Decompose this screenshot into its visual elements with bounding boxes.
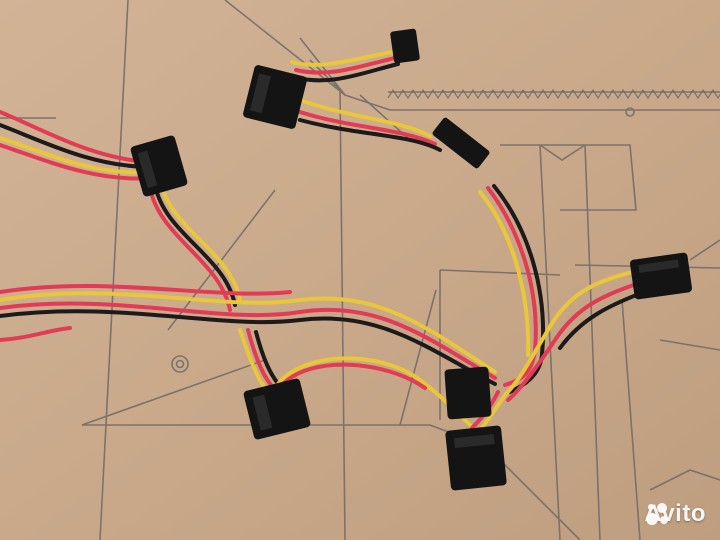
wire-harness (0, 50, 646, 432)
sata-connector-top-right (432, 117, 490, 169)
molex-connector-left (130, 135, 188, 197)
molex-connector-top (243, 65, 307, 129)
pcie-connector-top (390, 28, 420, 64)
avito-logo-icon (646, 503, 669, 525)
avito-watermark: Avito (644, 500, 706, 528)
molex-connector-lower-middle (243, 378, 311, 440)
molex-connector-cluster (444, 366, 492, 420)
printed-vent-pattern (387, 88, 720, 100)
molex-connector-right (630, 252, 692, 300)
molex-connector-bottom (445, 425, 507, 491)
